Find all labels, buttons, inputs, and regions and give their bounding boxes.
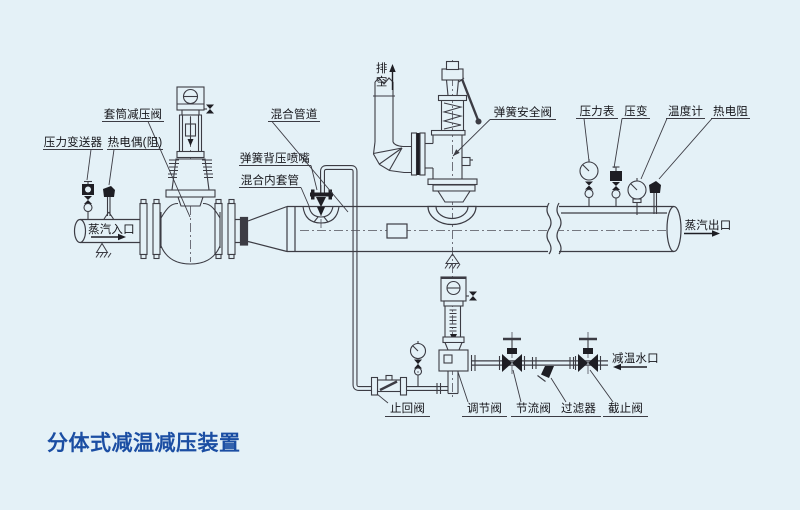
water-pipe-left: [320, 165, 448, 391]
pressure-transmitter-instrument: [82, 180, 94, 220]
check-valve-symbol: [370, 374, 408, 396]
label-thermocouple: 热电偶(阻): [107, 137, 163, 149]
throttle-valve-symbol: [498, 337, 526, 372]
page-title: 分体式减温减压装置: [47, 432, 241, 455]
leader-arrowhead: [453, 149, 460, 156]
label-strainer: 过滤器: [560, 403, 597, 415]
label-lines: [43, 118, 750, 417]
rtd-instrument: [649, 181, 661, 214]
strainer-symbol: [537, 366, 554, 382]
thermometer-instrument: [627, 178, 647, 215]
label-mixing-inner-sleeve: 混合内套管: [240, 175, 300, 187]
label-vent: 排空: [374, 62, 387, 89]
pipe-flanges: [139, 198, 236, 260]
label-water-inlet: 减温水口: [612, 353, 659, 365]
label-steam-inlet: 蒸汽入口: [88, 224, 135, 236]
backpressure-nozzle: [302, 189, 340, 224]
thermocouple-instrument: [103, 186, 115, 220]
pressure-gauge-instrument: [579, 159, 599, 206]
regulating-valve-symbol: [438, 276, 477, 395]
label-rtd: 热电阻: [713, 106, 749, 118]
pipe-unions: [436, 357, 575, 394]
label-regulating-valve: 调节阀: [466, 403, 503, 415]
pipe-anchor-center: [444, 253, 461, 269]
steam-pipe: [73, 202, 682, 255]
label-mixing-pipe: 混合管道: [270, 109, 318, 121]
spring-safety-valve: [372, 60, 482, 203]
label-sleeve-reducing-valve: 套筒减压阀: [103, 109, 163, 121]
pressure-transducer-instrument: [610, 166, 622, 206]
label-steam-outlet: 蒸汽出口: [684, 220, 732, 232]
bottom-gauge-instrument: [409, 341, 427, 386]
label-spring-backpressure-nozzle: 弹簧背压喷嘴: [239, 153, 311, 165]
label-spring-safety-valve: 弹簧安全阀: [493, 107, 553, 119]
pipe-anchor-left: [95, 242, 112, 258]
sleeve-reducing-valve: [160, 86, 221, 265]
label-pressure-transmitter: 压力变送器: [43, 137, 103, 149]
label-stop-valve: 截止阀: [607, 403, 644, 415]
label-pressure-gauge: 压力表: [579, 106, 615, 118]
label-check-valve: 止回阀: [389, 403, 426, 415]
label-thermometer: 温度计: [668, 106, 704, 118]
label-pressure-transducer: 压变: [624, 106, 648, 118]
flow-arrows: [91, 64, 720, 371]
label-throttle-valve: 节流阀: [515, 403, 552, 415]
stop-valve-symbol: [574, 337, 602, 372]
